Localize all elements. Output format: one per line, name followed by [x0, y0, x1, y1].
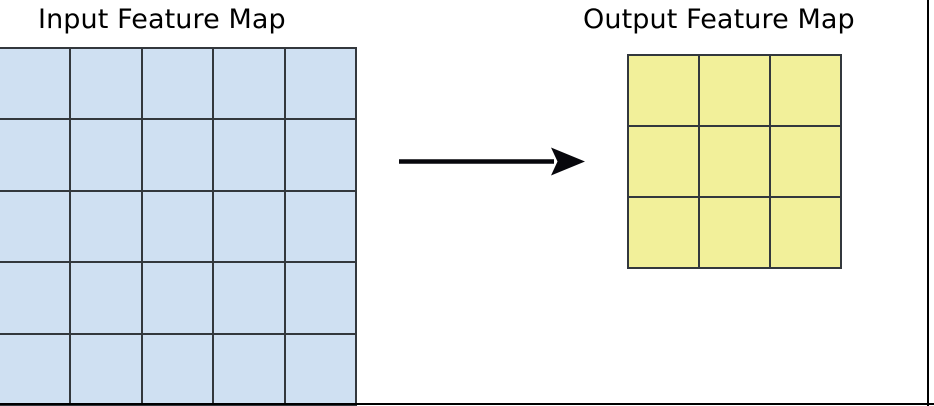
- input-cell-r4-c2: [142, 334, 213, 404]
- output-cell-r2-c1: [700, 198, 769, 267]
- input-cell-r4-c3: [214, 334, 284, 404]
- input-cell-r3-c0: [0, 263, 70, 333]
- input-cell-r2-c2: [142, 191, 213, 262]
- input-cell-r1-c3: [214, 120, 284, 190]
- output-cell-r1-c1: [700, 127, 769, 196]
- input-cell-r4-c1: [71, 334, 141, 404]
- figure-border-bottom: [0, 403, 934, 405]
- input-cell-r4-c4: [285, 334, 355, 404]
- transform-arrow-icon: [399, 147, 585, 176]
- input-cell-r3-c3: [214, 263, 284, 333]
- output-feature-map-title: Output Feature Map: [583, 4, 855, 35]
- output-feature-map-grid: [627, 54, 842, 269]
- input-cell-r1-c0: [0, 120, 70, 190]
- output-cell-r2-c2: [771, 198, 840, 267]
- input-feature-map-grid: [0, 47, 357, 406]
- input-cell-r2-c3: [214, 191, 284, 262]
- input-cell-r3-c1: [71, 263, 141, 333]
- input-cell-r0-c4: [285, 49, 355, 119]
- output-cell-r0-c1: [700, 56, 769, 125]
- output-cell-r0-c2: [771, 56, 840, 125]
- input-cell-r0-c1: [71, 49, 141, 119]
- output-cell-r1-c0: [629, 127, 698, 196]
- input-cell-r2-c4: [285, 191, 355, 262]
- output-cell-r0-c0: [629, 56, 698, 125]
- arrow-head: [551, 147, 585, 176]
- output-cell-r2-c0: [629, 198, 698, 267]
- input-cell-r1-c2: [142, 120, 213, 190]
- input-cell-r0-c0: [0, 49, 70, 119]
- input-cell-r2-c1: [71, 191, 141, 262]
- input-cell-r1-c1: [71, 120, 141, 190]
- output-cell-r1-c2: [771, 127, 840, 196]
- figure-border-right: [927, 0, 929, 406]
- input-feature-map-title: Input Feature Map: [38, 4, 286, 35]
- input-cell-r2-c0: [0, 191, 70, 262]
- input-cell-r0-c3: [214, 49, 284, 119]
- input-cell-r3-c4: [285, 263, 355, 333]
- input-cell-r4-c0: [0, 334, 70, 404]
- input-cell-r0-c2: [142, 49, 213, 119]
- input-cell-r1-c4: [285, 120, 355, 190]
- input-cell-r3-c2: [142, 263, 213, 333]
